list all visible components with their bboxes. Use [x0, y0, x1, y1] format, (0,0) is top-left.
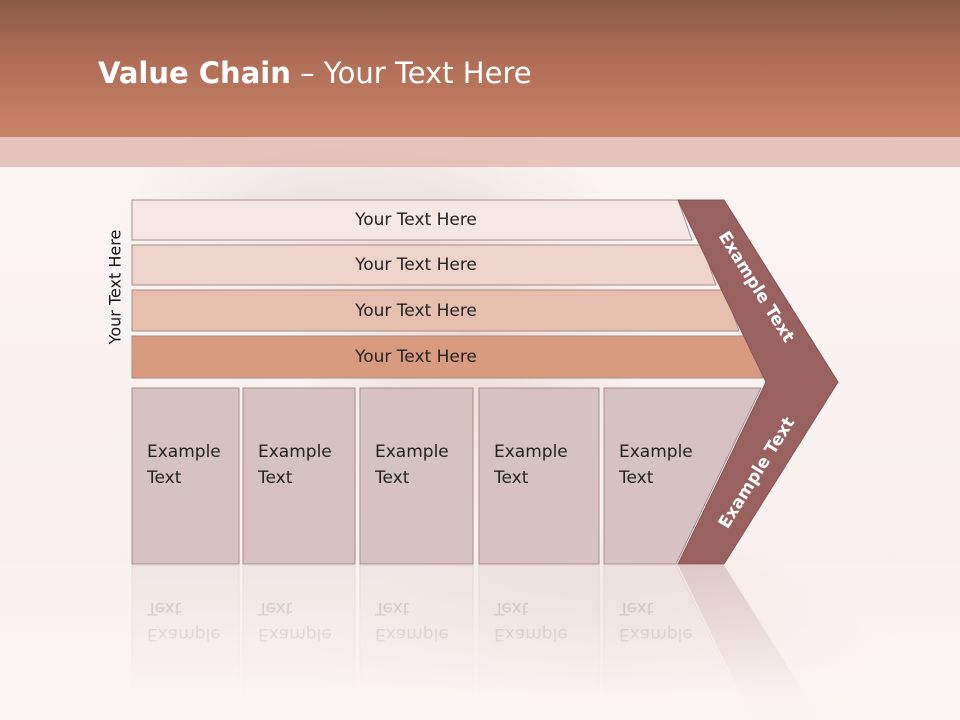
support-activity-label: Your Text Here — [355, 255, 477, 275]
support-activity-bar[interactable] — [131, 244, 717, 286]
support-activity-label: Your Text Here — [355, 210, 477, 230]
header-band — [0, 137, 960, 167]
primary-activity-box[interactable] — [242, 387, 356, 565]
support-activity-label: Your Text Here — [355, 347, 477, 367]
primary-activity-box[interactable] — [478, 387, 600, 565]
primary-activity-label: Example Text — [147, 442, 221, 488]
primary-activity-box[interactable] — [359, 387, 474, 565]
title-bold: Value Chain — [98, 56, 291, 90]
header-bar — [0, 0, 960, 137]
title-rest: – Your Text Here — [290, 56, 532, 90]
support-activity-bar[interactable] — [131, 335, 764, 379]
primary-activity-label: Example Text — [258, 442, 332, 488]
support-activity-bar[interactable] — [131, 199, 693, 241]
support-activity-label: Your Text Here — [355, 300, 477, 321]
primary-activity-box[interactable] — [603, 387, 762, 565]
slide-title[interactable]: Value Chain – Your Text Here — [98, 56, 532, 90]
primary-activity-box[interactable] — [131, 387, 240, 565]
primary-activity-label: Example Text — [619, 442, 693, 488]
margin-chevron[interactable] — [677, 199, 839, 565]
primary-activity-label: Example Text — [375, 442, 449, 488]
primary-activity-label: Example Text — [494, 442, 568, 488]
support-activity-bar[interactable] — [131, 289, 740, 332]
